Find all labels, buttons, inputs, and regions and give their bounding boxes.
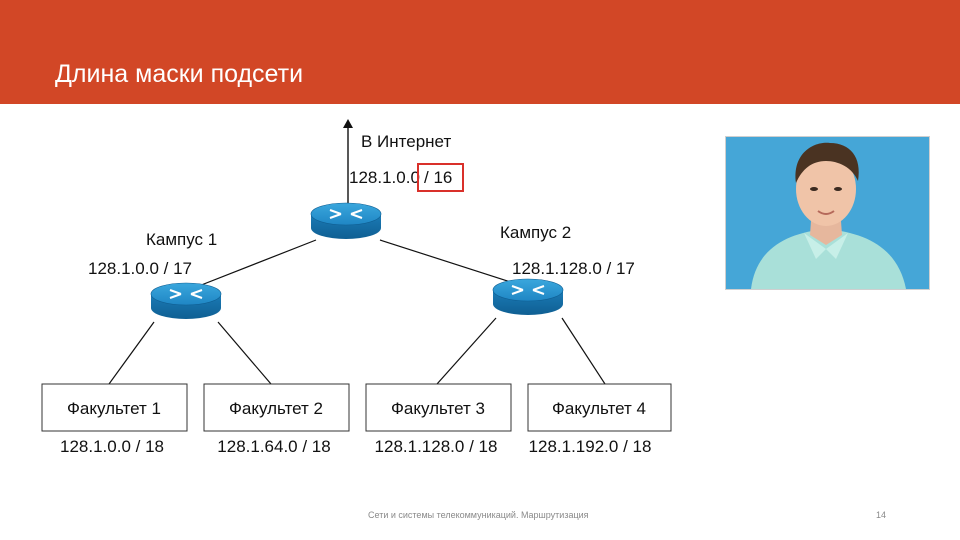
faculty-label: Факультет 2 bbox=[229, 399, 323, 418]
faculty-box-1 bbox=[41, 383, 188, 432]
faculty-network: 128.1.64.0 / 18 bbox=[217, 437, 330, 456]
faculty-network: 128.1.192.0 / 18 bbox=[529, 437, 652, 456]
faculty-network: 128.1.0.0 / 18 bbox=[60, 437, 164, 456]
faculty-label: Факультет 4 bbox=[552, 399, 646, 418]
campus2-network: 128.1.128.0 / 17 bbox=[512, 259, 635, 278]
internet-label: В Интернет bbox=[361, 132, 451, 151]
router-icon bbox=[492, 278, 564, 315]
slide-footer: Сети и системы телекоммуникаций. Маршрут… bbox=[368, 510, 589, 520]
router-icon bbox=[150, 282, 222, 319]
faculty-box-2 bbox=[203, 383, 350, 432]
faculty-label: Факультет 1 bbox=[67, 399, 161, 418]
presenter-video-icon bbox=[725, 136, 930, 290]
link-campus1-f2 bbox=[217, 321, 272, 385]
title-bar: Длина маски подсети bbox=[0, 0, 960, 104]
link-campus2-f4 bbox=[561, 317, 606, 385]
page-number: 14 bbox=[876, 510, 887, 520]
link-root-campus2 bbox=[379, 239, 527, 288]
link-campus1-f1 bbox=[108, 321, 155, 385]
uplink-arrow-icon bbox=[343, 119, 353, 128]
links bbox=[108, 119, 606, 385]
faculty-box-4 bbox=[527, 383, 672, 432]
faculty-network: 128.1.128.0 / 18 bbox=[375, 437, 498, 456]
faculty-box-3 bbox=[365, 383, 512, 432]
router-icon bbox=[310, 202, 382, 239]
mask-highlight-box bbox=[417, 163, 464, 192]
campus1-network: 128.1.0.0 / 17 bbox=[88, 259, 192, 278]
link-root-campus1 bbox=[185, 239, 317, 292]
faculty-label: Факультет 3 bbox=[391, 399, 485, 418]
slide-title: Длина маски подсети bbox=[55, 60, 304, 88]
campus1-label: Кампус 1 bbox=[146, 230, 217, 249]
link-campus2-f3 bbox=[436, 317, 497, 385]
root-mask: / 16 bbox=[424, 168, 452, 187]
campus2-label: Кампус 2 bbox=[500, 223, 571, 242]
root-prefix: 128.1.0.0 bbox=[349, 168, 420, 187]
